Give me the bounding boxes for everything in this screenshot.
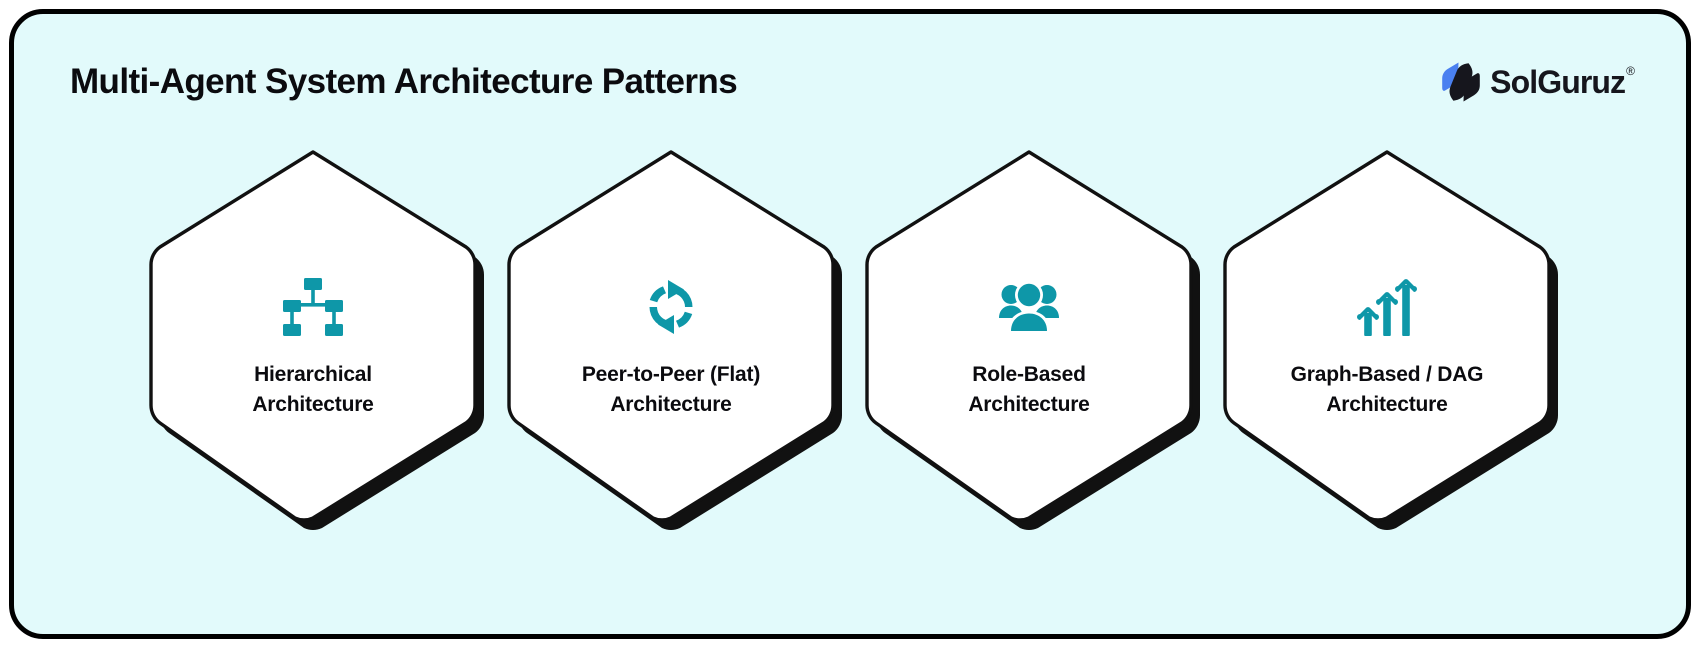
infographic-frame: Multi-Agent System Architecture Patterns… <box>9 9 1691 639</box>
solguruz-wordmark: SolGuruz® <box>1490 64 1635 100</box>
page-title: Multi-Agent System Architecture Patterns <box>70 62 738 101</box>
card-hierarchical[interactable]: Hierarchical Architecture <box>148 146 485 530</box>
registered-trademark-symbol: ® <box>1626 64 1635 79</box>
solguruz-hexagon-mark-icon <box>1441 61 1481 103</box>
card-body <box>148 146 478 524</box>
card-body <box>1222 146 1552 524</box>
header: Multi-Agent System Architecture Patterns… <box>14 14 1686 134</box>
solguruz-wordmark-text: SolGuruz <box>1490 64 1626 100</box>
card-body <box>506 146 836 524</box>
card-graph-based-dag[interactable]: Graph-Based / DAG Architecture <box>1222 146 1559 530</box>
architecture-pattern-cards: Hierarchical Architecture <box>14 146 1686 546</box>
card-peer-to-peer[interactable]: Peer-to-Peer (Flat) Architecture <box>506 146 843 530</box>
card-role-based[interactable]: Role-Based Architecture <box>864 146 1201 530</box>
card-body <box>864 146 1194 524</box>
solguruz-logo: SolGuruz® <box>1441 60 1635 104</box>
